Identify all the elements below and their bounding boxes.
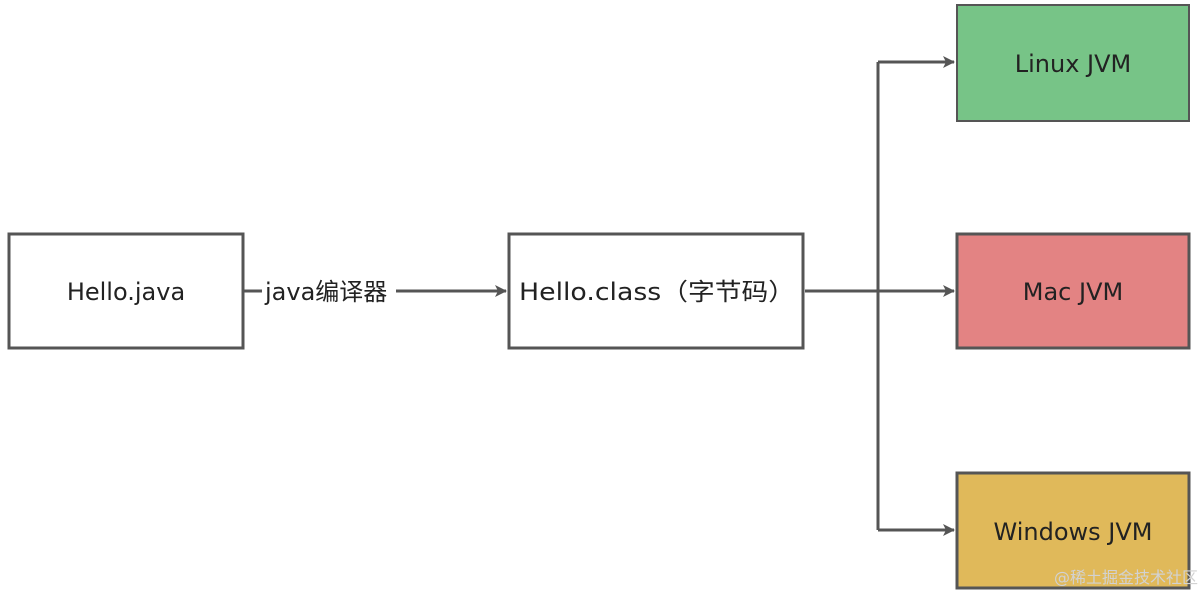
compile-edge-label: java编译器 [264,278,387,306]
node-mac-jvm: Mac JVM [955,232,1191,350]
node-windows-jvm-label: Windows JVM [994,518,1153,546]
node-hello-java-label: Hello.java [67,278,185,306]
node-hello-class-box [507,232,805,350]
node-mac-jvm-box [955,232,1191,350]
node-hello-java-box [7,232,245,350]
node-linux-jvm: Linux JVM [956,4,1190,122]
watermark-text: @稀土掘金技术社区 [1053,568,1198,587]
node-linux-jvm-box [956,4,1190,122]
compile-edge-label-bg [262,276,396,308]
node-windows-jvm: Windows JVM [955,471,1191,590]
node-linux-jvm-label: Linux JVM [1015,50,1132,78]
node-windows-jvm-box [955,471,1191,590]
node-hello-class: Hello.class（字节码） [507,232,805,350]
node-hello-java: Hello.java [7,232,245,350]
node-mac-jvm-label: Mac JVM [1023,278,1123,306]
node-hello-class-label: Hello.class（字节码） [519,278,795,306]
